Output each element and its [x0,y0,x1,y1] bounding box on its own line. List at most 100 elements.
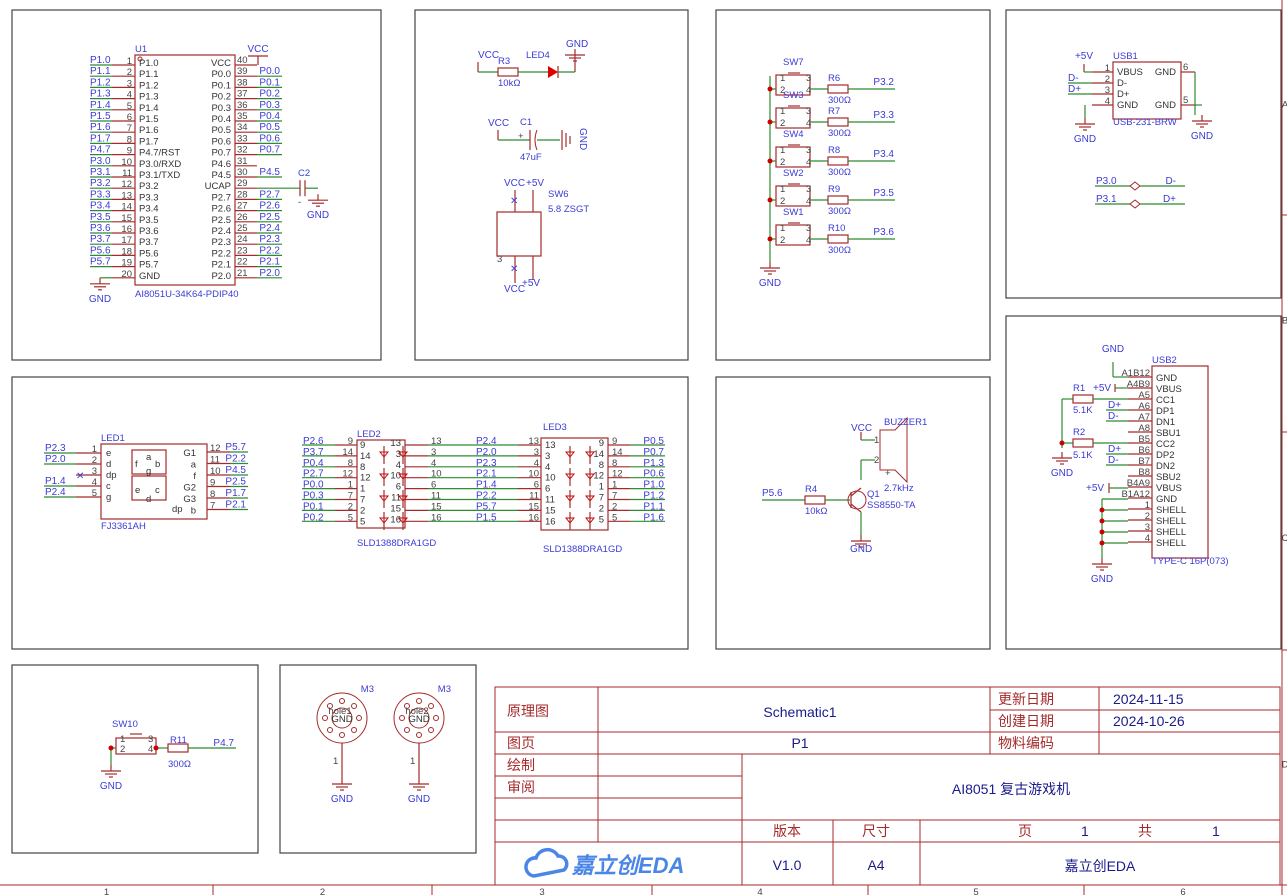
pin-number: 1 [874,435,879,446]
pin-number: 2 [612,501,617,512]
pin-number: 30 [237,167,248,178]
panel-usb2 [1005,315,1282,650]
net-label: P0.0 [303,480,324,491]
junction-dot [767,86,773,92]
net-label: P2.3 [476,458,497,469]
net-gnd: GND [331,794,353,805]
updated-date: 2024-11-15 [1113,691,1184,707]
pin-number: A8 [1138,423,1150,434]
label-created: 创建日期 [998,713,1054,729]
net-label: P1.4 [90,100,111,111]
junction-dot [153,745,159,751]
pin-number: 1 [780,223,785,234]
pin-name: G3 [183,494,196,505]
ref-r1: R1 [1073,383,1085,394]
pin-name: DN1 [1156,417,1175,428]
net-label: P1.7 [90,133,111,144]
net-5v: +5V [1086,483,1104,494]
pin-name: GND [1155,67,1176,78]
ref-mounting-hole: M3 [361,684,374,695]
pin-name: GND [1156,373,1177,384]
pin-number: 28 [237,189,248,200]
hole-label: hole2 [405,706,428,717]
net-label: P1.5 [90,111,111,122]
pin-name: P3.7 [139,237,159,248]
pin-number: 11 [122,168,132,179]
net-label: P0.3 [259,100,280,111]
pin-name: SHELL [1156,516,1186,527]
ref-usb1: USB1 [1113,51,1138,62]
pin-name: P3.3 [139,192,159,203]
buzzer-freq: 2.7kHz [884,483,914,494]
pin-name: 9 [599,438,604,449]
pin-number: 8 [612,458,617,469]
pin-name: 14 [360,451,371,462]
pin-name: 11 [391,493,401,504]
switch-sw2 [775,185,811,207]
hole-via [339,698,345,704]
net-label: P3.7 [90,234,111,245]
net-label: P2.6 [303,436,324,447]
pin-number: A7 [1138,412,1150,423]
pin-number: 5 [92,488,97,499]
segment-upper [131,449,167,475]
pin-name: P0.0 [211,69,231,80]
net-label: P3.1 [1096,194,1117,205]
segment-label: b [155,459,160,470]
title-block: 原理图 Schematic1 更新日期 2024-11-15 创建日期 2024… [494,686,1281,886]
seven-segment-led1 [100,443,208,520]
version-value: V1.0 [773,857,802,873]
panel-holes [279,664,477,854]
ref-led2: LED2 [357,429,381,440]
value-resistor: 300Ω [828,128,851,139]
hole-pin-name: GND [331,714,352,725]
pin-number: B4A9 [1127,478,1150,489]
pin-number: 27 [237,201,248,212]
pin-number: 8 [348,458,353,469]
pin-name: G2 [183,483,196,494]
net-label: P2.6 [259,201,280,212]
hole-via [428,702,435,709]
net-label: P0.5 [259,122,280,133]
net-label: P1.0 [643,480,664,491]
label-material: 物料编码 [998,735,1054,751]
ref-r3: R3 [498,56,510,67]
pin-name: P3.5 [139,215,159,226]
pin-number: 38 [237,77,248,88]
no-connect-icon: ✕ [510,196,518,207]
hole-via [416,698,422,704]
net-label: P1.3 [90,89,111,100]
pin-name: 8 [599,460,604,471]
pin-name: P4.7/RST [139,148,180,159]
pin-number: 2 [127,67,132,78]
net-label: P0.5 [643,436,664,447]
net-gnd: GND [89,294,111,305]
net-5v: +5V [522,278,540,289]
value-r11: 300Ω [168,759,191,770]
pin-number: 2 [1145,511,1150,522]
total-value: 1 [1212,823,1220,839]
pin-name: DP2 [1156,450,1174,461]
ruler-col-label: 3 [539,887,544,895]
net-label: P2.0 [45,454,66,465]
pin-number: 8 [127,134,132,145]
pin-number: B8 [1138,467,1150,478]
pin-number: 2 [780,85,785,96]
pin-name: P4.5 [211,170,231,181]
pin-name: VBUS [1156,483,1182,494]
pin-name: GND [139,271,160,282]
pin-name: P1.4 [139,103,159,114]
pin-name: dp [106,470,117,481]
pin-number: 15 [528,501,539,512]
pin-name: P0.6 [211,136,231,147]
pin-number: 3 [806,145,811,156]
net-gnd: GND [307,210,329,221]
pin-number: 3 [92,466,97,477]
pin-name: P4.6 [211,159,231,170]
pin-name: UCAP [205,181,231,192]
pin-number: 16 [528,512,539,523]
project-title: AI8051 复古游戏机 [952,781,1070,797]
value-resistor: 300Ω [828,206,851,217]
cloud-logo-icon: 嘉立创EDA [524,847,684,878]
